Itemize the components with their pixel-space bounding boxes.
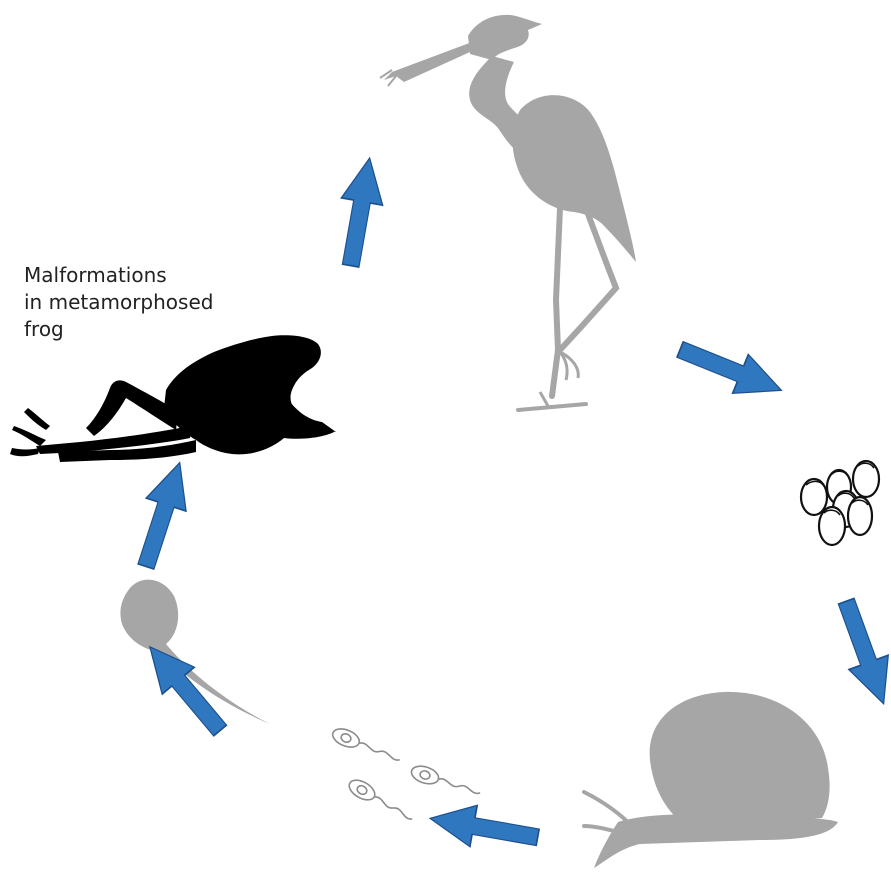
frog-malformation-label: Malformations in metamorphosed frog — [24, 262, 264, 343]
label-line-2: in metamorphosed — [24, 289, 264, 316]
label-line-1: Malformations — [24, 262, 264, 289]
arrow-cercariae-to-tadpole-icon — [134, 633, 236, 744]
arrow-snail-to-cercariae-icon — [426, 798, 541, 858]
label-line-3: frog — [24, 316, 264, 343]
arrow-frog-to-heron-icon — [330, 154, 390, 269]
heron-icon — [380, 15, 636, 410]
arrow-heron-to-eggs-icon — [672, 330, 789, 410]
snail-icon — [584, 692, 838, 868]
arrow-tadpole-to-frog-icon — [126, 456, 200, 573]
arrow-eggs-to-snail-icon — [827, 594, 891, 711]
frog-icon — [10, 335, 336, 462]
eggs-icon — [801, 461, 879, 545]
